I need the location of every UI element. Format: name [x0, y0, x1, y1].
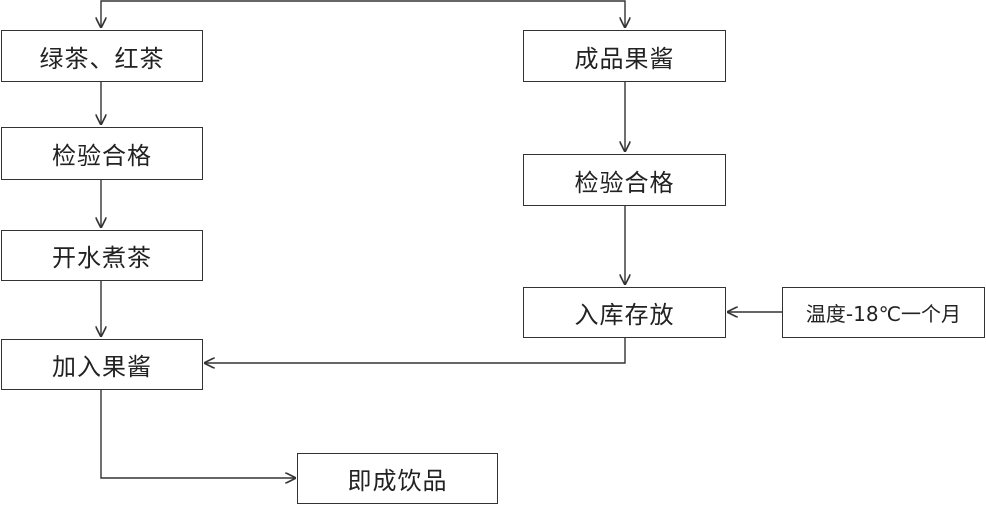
step-add-jam: 加入果酱 — [1, 339, 203, 390]
arrow-storage-to-addjam — [205, 338, 626, 363]
storage-condition: 温度-18℃一个月 — [782, 287, 985, 338]
step-add-jam-label: 加入果酱 — [52, 353, 152, 381]
step-tea-label: 绿茶、红茶 — [39, 44, 165, 73]
step-ready-label: 即成饮品 — [347, 467, 448, 495]
step-storage: 入库存放 — [523, 287, 726, 338]
arrow-addjam-to-ready — [100, 390, 295, 478]
step-boil: 开水煮茶 — [1, 230, 203, 281]
step-tea: 绿茶、红茶 — [1, 30, 203, 82]
step-boil-label: 开水煮茶 — [52, 244, 152, 272]
split-connector-to-tea — [101, 0, 363, 27]
step-ready: 即成饮品 — [297, 453, 498, 504]
storage-condition-label: 温度-18℃一个月 — [805, 302, 962, 326]
step-storage-label: 入库存放 — [574, 301, 675, 329]
step-right-inspect-label: 检验合格 — [574, 168, 675, 197]
step-jam: 成品果酱 — [523, 30, 726, 82]
step-jam-label: 成品果酱 — [574, 44, 675, 73]
step-left-inspect: 检验合格 — [1, 127, 203, 180]
step-left-inspect-label: 检验合格 — [52, 142, 152, 170]
step-right-inspect: 检验合格 — [523, 154, 726, 206]
split-connector-to-jam — [363, 0, 625, 27]
